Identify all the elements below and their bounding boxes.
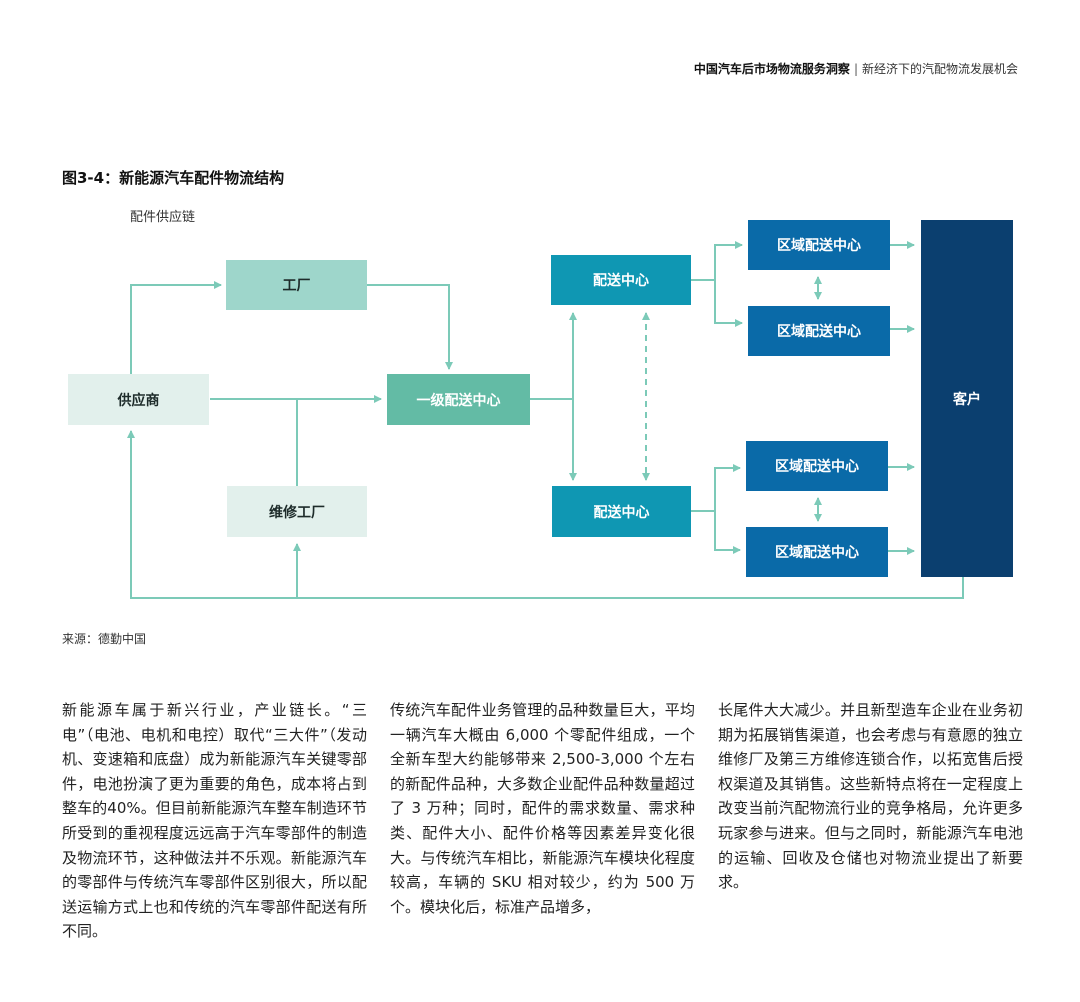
return-loop <box>127 430 964 599</box>
arrow-dc-top-regional-2 <box>714 280 743 327</box>
node-customer: 客户 <box>921 220 1013 577</box>
node-supplier: 供应商 <box>68 374 209 425</box>
node-supplier-label: 供应商 <box>117 392 160 409</box>
node-dc-bottom: 配送中心 <box>552 486 691 537</box>
node-regional-dc-4-label: 区域配送中心 <box>775 545 859 561</box>
node-regional-dc-4: 区域配送中心 <box>746 527 888 577</box>
report-title: 中国汽车后市场物流服务洞察 <box>693 62 850 76</box>
report-subtitle: 新经济下的汽配物流发展机会 <box>861 62 1018 76</box>
node-dc-top-label: 配送中心 <box>593 273 649 289</box>
figure-source: 来源：德勤中国 <box>62 632 147 646</box>
node-primary-dc-label: 一级配送中心 <box>416 392 501 409</box>
arrow-dc-bottom-regional-4 <box>714 511 741 554</box>
page-header: 中国汽车后市场物流服务洞察|新经济下的汽配物流发展机会 <box>694 60 1018 77</box>
figure-title: 图3-4：新能源汽车配件物流结构 <box>62 169 285 187</box>
body-column-1: 新能源车属于新兴行业，产业链长。“三电”（电池、电机和电控）取代“三大件”（发动… <box>62 701 367 941</box>
body-column-3: 长尾件大大减少。并且新型造车企业在业务初期为拓展销售渠道，也会考虑与有意愿的独立… <box>718 701 1023 892</box>
node-regional-dc-3: 区域配送中心 <box>746 441 888 491</box>
node-factory: 工厂 <box>226 260 367 310</box>
body-column-2: 传统汽车配件业务管理的品种数量巨大，平均一辆汽车大概由 6,000 个零配件组成… <box>390 701 695 916</box>
node-dc-top: 配送中心 <box>551 255 691 305</box>
node-regional-dc-2-label: 区域配送中心 <box>777 324 861 340</box>
node-customer-label: 客户 <box>953 391 981 408</box>
node-regional-dc-3-label: 区域配送中心 <box>775 459 859 475</box>
node-factory-label: 工厂 <box>282 278 311 294</box>
arrow-supplier-factory <box>130 281 222 374</box>
arrow-dc-bottom-regional-3 <box>691 464 741 512</box>
supply-chain-label: 配件供应链 <box>130 210 196 225</box>
node-dc-bottom-label: 配送中心 <box>593 504 650 521</box>
node-regional-dc-2: 区域配送中心 <box>748 306 890 356</box>
node-regional-dc-1: 区域配送中心 <box>748 220 890 270</box>
header-separator: | <box>853 62 858 76</box>
node-repair-factory: 维修工厂 <box>227 486 367 537</box>
arrow-factory-primary <box>367 284 453 370</box>
flow-arrows <box>127 241 964 599</box>
node-repair-factory-label: 维修工厂 <box>269 504 325 521</box>
arrow-primary-dc-top <box>530 312 577 400</box>
node-primary-dc: 一级配送中心 <box>387 374 530 425</box>
arrow-dc-top-regional-1 <box>691 241 743 281</box>
node-regional-dc-1-label: 区域配送中心 <box>777 238 861 254</box>
